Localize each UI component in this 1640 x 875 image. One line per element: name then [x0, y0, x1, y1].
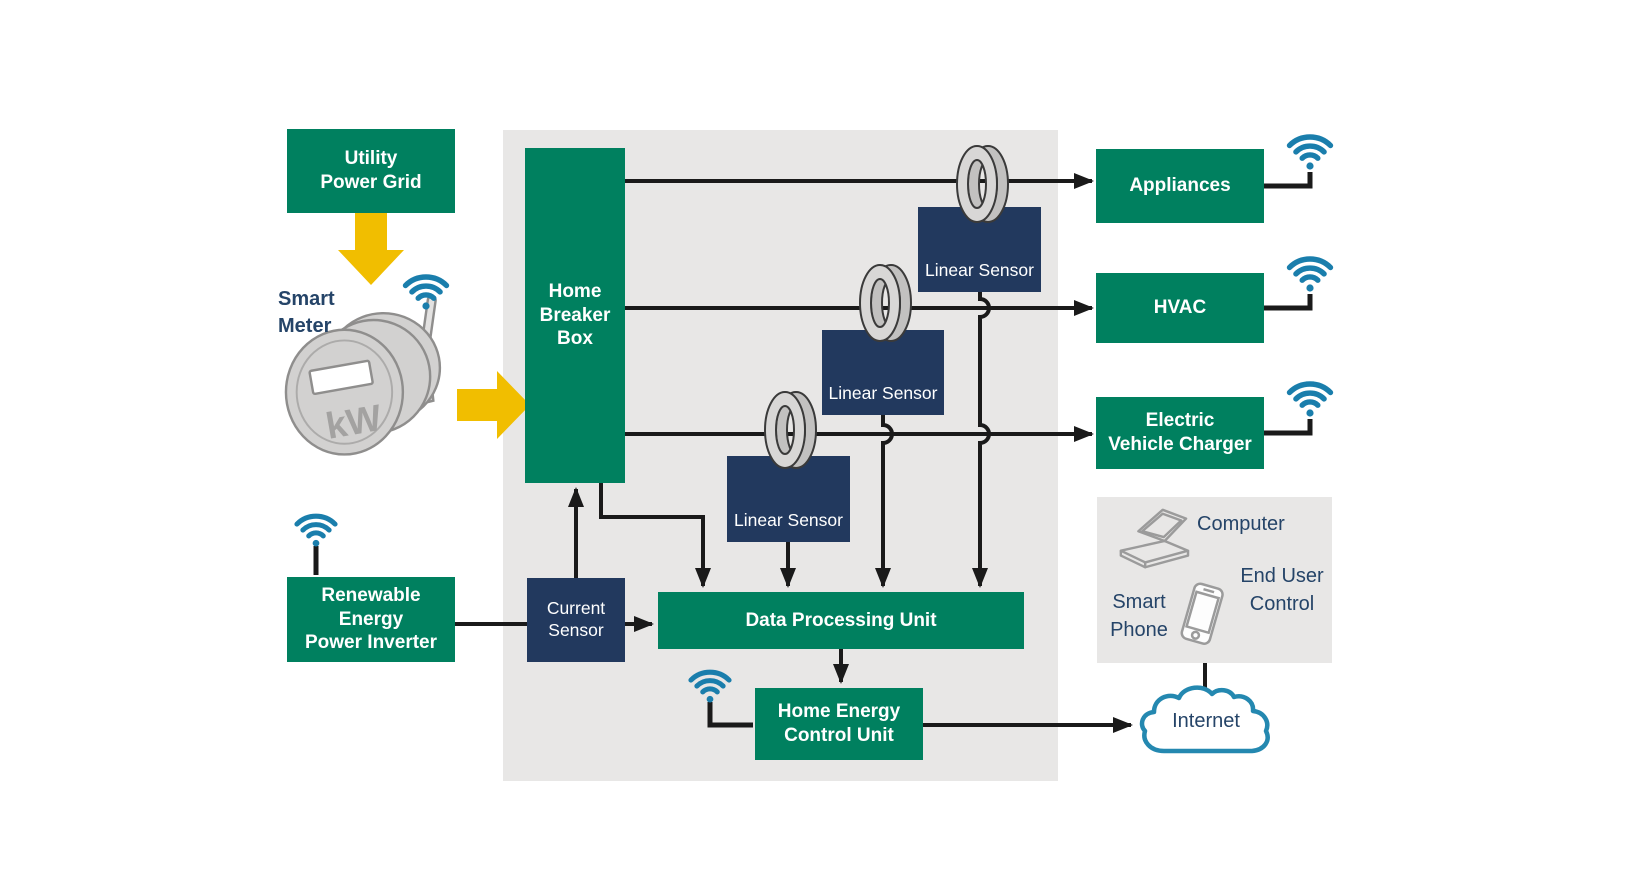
node-current-sensor: Current Sensor — [527, 578, 625, 662]
node-linear-sensor-3: Linear Sensor — [727, 456, 850, 542]
wifi-icon — [1281, 371, 1339, 417]
laptop-icon — [1119, 508, 1190, 569]
current-transformer-ring-icon — [859, 264, 913, 342]
wifi-icon — [683, 660, 737, 703]
current-sensor-label: Current Sensor — [546, 598, 606, 640]
appliances-label: Appliances — [1129, 175, 1231, 197]
node-renewable-energy-power-inverter: Renewable Energy Power Inverter — [287, 577, 455, 662]
electric-vehicle-charger-label: Electric Vehicle Charger — [1108, 410, 1252, 455]
node-home-energy-control-unit: Home Energy Control Unit — [755, 688, 923, 760]
hvac-label: HVAC — [1153, 297, 1207, 319]
smart-meter-illustration: kW — [284, 295, 442, 456]
smart-phone-label: Smart Phone — [1110, 591, 1168, 641]
linear-sensor-1-label: Linear Sensor — [925, 260, 1034, 281]
internet-label: Internet — [1172, 710, 1240, 732]
end-user-control-panel — [1097, 497, 1332, 663]
computer-label: Computer — [1197, 513, 1285, 535]
current-transformer-ring-icon — [956, 145, 1010, 223]
wifi-icon — [1281, 246, 1339, 292]
wifi-icon — [289, 504, 343, 547]
power-flow-right-arrow — [457, 371, 530, 439]
smart-meter-label: Smart Meter — [278, 288, 335, 337]
cloud-icon — [1139, 685, 1270, 754]
current-transformer-ring-icon — [764, 391, 818, 469]
node-data-processing-unit: Data Processing Unit — [658, 592, 1024, 649]
node-electric-vehicle-charger: Electric Vehicle Charger — [1096, 397, 1264, 469]
smart-meter-display-text: kW — [323, 396, 385, 447]
power-flow-down-arrow — [338, 211, 404, 285]
end-user-control-label: End User Control — [1240, 565, 1324, 615]
node-hvac: HVAC — [1096, 273, 1264, 343]
home-breaker-box-label: Home Breaker Box — [539, 281, 611, 350]
renewable-energy-power-inverter-label: Renewable Energy Power Inverter — [305, 585, 437, 654]
utility-power-grid-label: Utility Power Grid — [320, 148, 422, 193]
smartphone-icon — [1180, 582, 1224, 645]
node-home-breaker-box: Home Breaker Box — [525, 148, 625, 483]
linear-sensor-3-label: Linear Sensor — [734, 510, 843, 531]
linear-sensor-2-label: Linear Sensor — [828, 383, 938, 404]
node-linear-sensor-2: Linear Sensor — [822, 330, 944, 415]
wifi-icon — [1281, 124, 1339, 170]
data-processing-unit-label: Data Processing Unit — [745, 609, 937, 631]
home-energy-control-unit-label: Home Energy Control Unit — [777, 701, 901, 746]
node-utility-power-grid: Utility Power Grid — [287, 129, 455, 213]
node-internet: Internet — [1138, 682, 1274, 762]
wifi-icon — [397, 264, 455, 310]
node-appliances: Appliances — [1096, 149, 1264, 223]
